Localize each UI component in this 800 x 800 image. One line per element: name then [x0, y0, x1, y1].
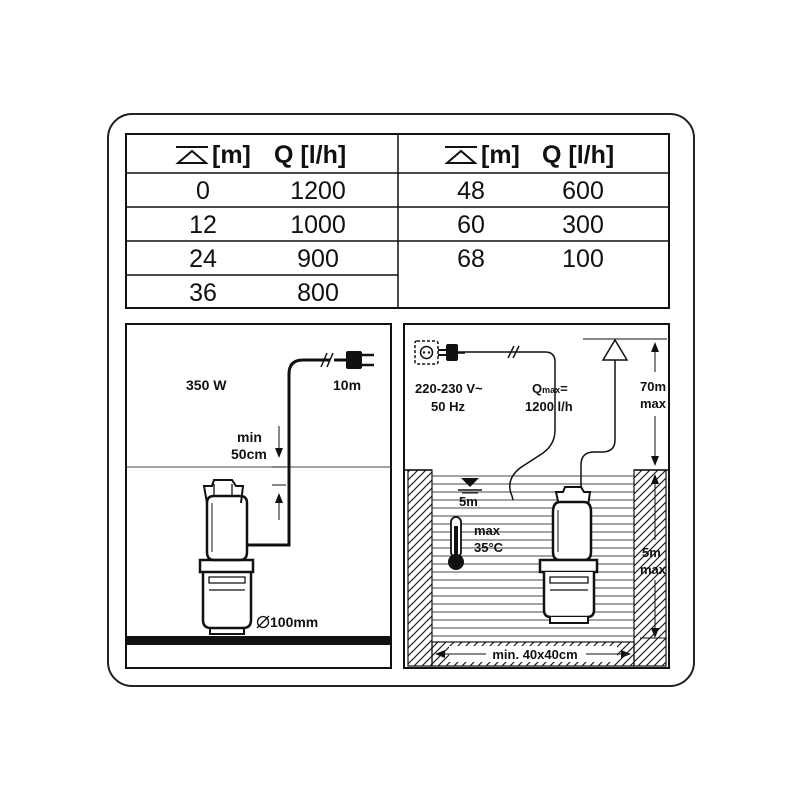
table-cell: 300 [562, 211, 604, 239]
table-cell: 68 [457, 245, 485, 273]
temp-value-label: 35°C [474, 540, 504, 555]
cable-length-label: 10m [333, 377, 361, 393]
head-max-label: 70m [640, 379, 666, 394]
depth-below-label: 5m [459, 494, 478, 509]
outflow-arrow-icon [601, 338, 629, 361]
qmax-value: 1200 l/h [525, 399, 573, 414]
immersion-max-label: 5m [642, 545, 661, 560]
pump-icon [538, 486, 599, 624]
left-header-height: [m] [212, 141, 251, 169]
table-cell: 60 [457, 211, 485, 239]
right-header-height: [m] [481, 141, 520, 169]
voltage-label: 220-230 V~ [415, 381, 483, 396]
well-size-label: min. 40x40cm [492, 647, 577, 662]
performance-table: [m] Q [l/h] [m] Q [l/h] 0 1200 12 1000 2… [125, 133, 670, 309]
frequency-label: 50 Hz [431, 399, 465, 414]
diameter-icon [256, 615, 270, 629]
table-cell: 48 [457, 177, 485, 205]
table-cell: 900 [297, 245, 339, 273]
table-cell: 600 [562, 177, 604, 205]
head-height-icon [175, 146, 209, 164]
diameter-label: 100mm [270, 614, 318, 630]
outer-frame [107, 113, 695, 687]
plug-icon [334, 351, 374, 369]
table-cell: 36 [189, 279, 217, 307]
table-cell: 0 [196, 177, 210, 205]
installation-panel: 220-230 V~ 50 Hz Qmax= 1200 l/h 70m max … [403, 323, 670, 669]
thermometer-icon [448, 516, 464, 570]
power-label: 350 W [186, 377, 227, 393]
water-level-marker-icon [461, 478, 479, 487]
table-cell: 24 [189, 245, 217, 273]
table-cell: 1000 [290, 211, 346, 239]
table-cell: 1200 [290, 177, 346, 205]
right-header-flow: Q [l/h] [542, 141, 614, 169]
immersion-max-unit: max [640, 562, 667, 577]
min-depth-label: min [237, 429, 262, 445]
qmax-label: Qmax= [532, 381, 568, 396]
table-cell: 800 [297, 279, 339, 307]
table-cell: 100 [562, 245, 604, 273]
head-max-unit: max [640, 396, 667, 411]
temp-max-label: max [474, 523, 501, 538]
pump-icon [198, 479, 255, 635]
min-depth-value: 50cm [231, 446, 267, 462]
head-height-icon [444, 146, 478, 164]
table-cell: 12 [189, 211, 217, 239]
socket-icon [414, 340, 439, 365]
well-wall-right [633, 469, 667, 667]
plug-icon [438, 344, 465, 361]
pump-dimensions-panel: 350 W 10m min 50cm 100mm [125, 323, 392, 669]
water-fill [432, 472, 634, 642]
well-wall-left [407, 469, 433, 667]
left-header-flow: Q [l/h] [274, 141, 346, 169]
